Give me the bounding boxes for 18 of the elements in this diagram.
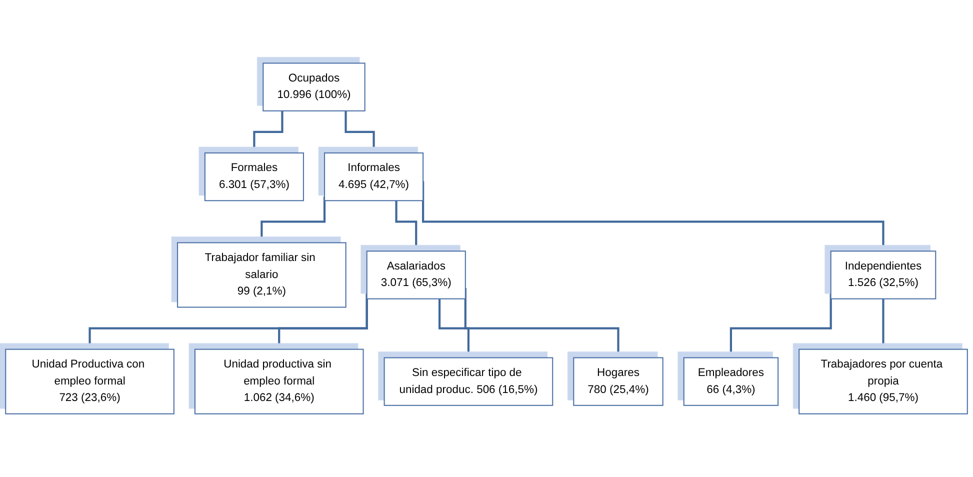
connector-line xyxy=(882,298,884,350)
category-box: Informales 4.695 (42,7%) xyxy=(324,152,424,202)
category-box: Ocupados 10.996 (100%) xyxy=(262,62,366,112)
category-box: Unidad Productiva con empleo formal 723 (23,6%) xyxy=(5,348,174,414)
category-box: Independientes 1.526 (32,5%) xyxy=(830,250,936,300)
category-box: Unidad productiva sin empleo formal 1.062 (34,6%) xyxy=(194,348,364,414)
connector-line xyxy=(253,110,284,154)
connector-line xyxy=(344,110,375,154)
category-box: Formales 6.301 (57,3%) xyxy=(204,152,304,202)
category-box: Trabajador familiar sin salario 99 (2,1%) xyxy=(176,242,346,308)
category-box: Hogares 780 (25,4%) xyxy=(573,357,664,406)
category-box: Empleadores 66 (4,3%) xyxy=(683,357,779,406)
connector-line xyxy=(260,196,326,244)
category-box: Trabajadores por cuenta propia 1.460 (95,7%) xyxy=(798,348,968,414)
connector-line xyxy=(395,200,418,252)
connector-line xyxy=(438,298,470,359)
category-box: Asalariados 3.071 (65,3%) xyxy=(366,250,466,300)
category-box: Sin especificar tipo de unidad produc. 506 (16,5%) xyxy=(384,357,554,406)
